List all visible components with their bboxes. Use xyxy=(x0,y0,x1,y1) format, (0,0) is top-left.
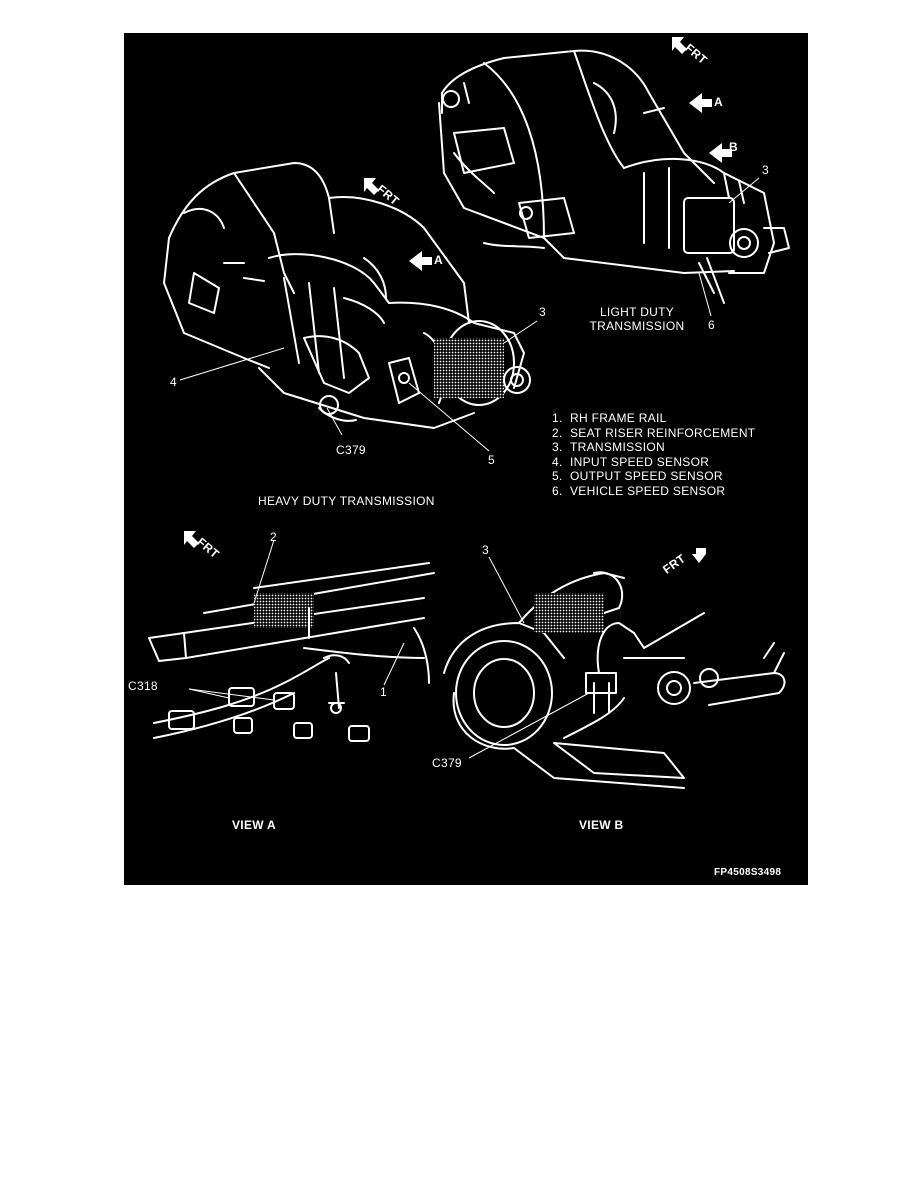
callout-3-view-b: 3 xyxy=(482,543,489,557)
arrow-b-light-duty xyxy=(709,143,732,163)
view-pointer-arrows xyxy=(409,93,732,271)
frt-arrow-light-duty xyxy=(672,37,687,54)
diagram-artwork xyxy=(148,37,790,789)
callout-3-heavy-duty: 3 xyxy=(539,305,546,319)
view-b-caption: VIEW B xyxy=(579,818,624,832)
callout-4: 4 xyxy=(170,375,177,389)
arrow-a-light-duty xyxy=(689,93,712,113)
legend-item: 4.INPUT SPEED SENSOR xyxy=(552,454,710,469)
frt-arrow-view-b xyxy=(692,548,706,563)
legend-item: 2.SEAT RISER REINFORCEMENT xyxy=(552,425,756,440)
callout-3-light-duty: 3 xyxy=(762,163,769,177)
frt-arrow-heavy-duty xyxy=(364,178,379,195)
heavy-duty-caption: HEAVY DUTY TRANSMISSION xyxy=(258,494,435,508)
heavy-duty-transmission-illustration xyxy=(163,162,531,429)
light-duty-caption-line1: LIGHT DUTY xyxy=(599,305,675,319)
callout-6: 6 xyxy=(708,318,715,332)
legend: 1.RH FRAME RAIL 2.SEAT RISER REINFORCEME… xyxy=(552,411,755,498)
c318: C318 xyxy=(128,679,158,693)
c379-view-b: C379 xyxy=(432,756,462,770)
view-a-illustration xyxy=(148,562,435,742)
legend-item: 6.VEHICLE SPEED SENSOR xyxy=(552,483,726,498)
legend-item: 3.TRANSMISSION xyxy=(552,440,665,454)
callout-1: 1 xyxy=(380,685,387,699)
arrow-b-label-light-duty: B xyxy=(729,140,738,154)
callout-5: 5 xyxy=(488,453,495,467)
view-a-caption: VIEW A xyxy=(232,818,277,832)
c379-heavy-duty: C379 xyxy=(336,443,366,457)
callout-2: 2 xyxy=(270,530,277,544)
arrow-a-label-heavy-duty: A xyxy=(434,253,443,267)
frt-arrows xyxy=(184,37,706,563)
legend-item: 5.OUTPUT SPEED SENSOR xyxy=(552,469,723,483)
leader-lines xyxy=(179,177,760,759)
arrow-a-label-light-duty: A xyxy=(714,95,723,109)
view-b-illustration xyxy=(443,571,786,789)
light-duty-caption-line2: TRANSMISSION xyxy=(589,319,685,333)
light-duty-caption: LIGHT DUTY TRANSMISSION xyxy=(572,305,702,333)
arrow-a-heavy-duty xyxy=(409,251,432,271)
figure-code: FP4508S3498 xyxy=(714,867,782,878)
legend-item: 1.RH FRAME RAIL xyxy=(552,411,667,425)
frt-arrow-view-a xyxy=(184,531,199,548)
transmission-diagram: FRT FRT FRT FRT A B A 3 6 3 4 5 C379 LIG… xyxy=(124,33,808,885)
light-duty-transmission-illustration xyxy=(438,49,790,304)
